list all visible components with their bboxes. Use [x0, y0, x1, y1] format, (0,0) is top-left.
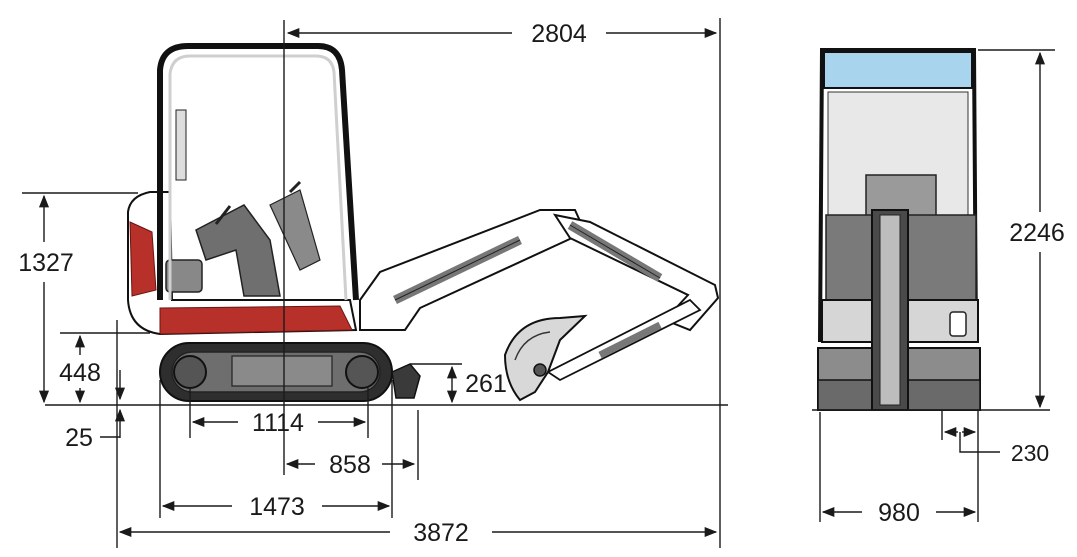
- side-track: [159, 342, 393, 402]
- dim-230-label: 230: [1011, 440, 1049, 466]
- side-view-dimensions: 2804 1327 448 25 261 1114 858: [18, 18, 721, 548]
- dim-25-label: 25: [65, 424, 93, 452]
- side-seat-controls: [195, 180, 321, 297]
- side-upper-body: [127, 191, 358, 336]
- leader-230: [959, 432, 1000, 453]
- side-cab-rops: [157, 43, 359, 301]
- dim-858-label: 858: [329, 451, 371, 479]
- dim-1114-label: 1114: [252, 409, 304, 437]
- side-bucket: [503, 314, 588, 402]
- dim-261-label: 261: [465, 370, 507, 398]
- front-view-dimensions: 2246 230 980: [819, 49, 1065, 527]
- dim-2246-label: 2246: [1009, 219, 1065, 247]
- dim-1327-label: 1327: [18, 249, 74, 277]
- dim-980-label: 980: [878, 499, 920, 527]
- side-view-excavator: [45, 43, 728, 406]
- front-cab-roof-glass: [823, 51, 973, 89]
- side-boom: [359, 209, 587, 331]
- dim-1473-label: 1473: [249, 493, 305, 521]
- front-view-excavator: [812, 48, 1050, 411]
- dim-2804-label: 2804: [531, 20, 587, 48]
- side-dozer-blade: [391, 363, 421, 399]
- dim-3872-label: 3872: [413, 519, 469, 547]
- side-arm: [546, 213, 720, 382]
- dim-448-label: 448: [59, 359, 101, 387]
